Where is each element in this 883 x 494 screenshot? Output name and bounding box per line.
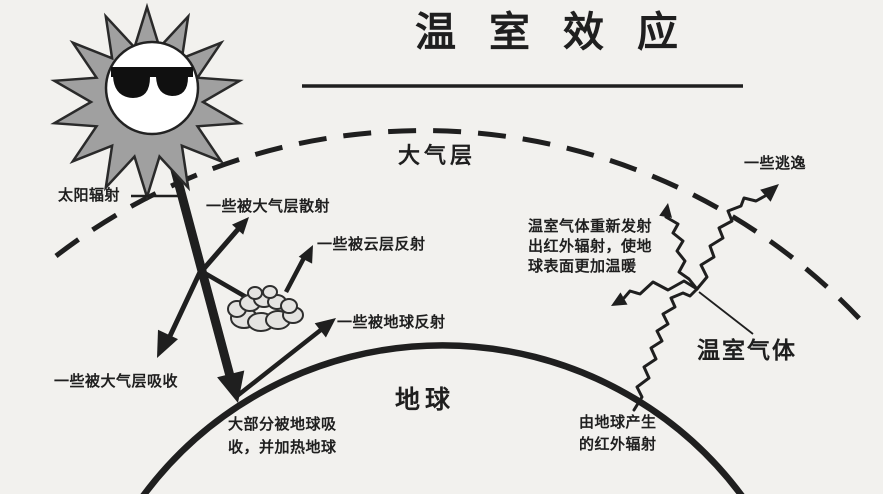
label-absorbed-by-earth-line2: 收，并加热地球 [228,439,337,456]
label-reemission-line1: 温室气体重新发射 [528,218,653,235]
earth-ir-squiggle [632,287,699,412]
label-earth: 地球 [395,386,456,414]
label-absorbed-by-atmosphere: 一些被大气层吸收 [54,373,179,390]
page-title: 温室效应 [415,9,711,55]
label-greenhouse-gas: 温室气体 [697,337,797,363]
label-absorbed-by-earth-line1: 大部分被地球吸 [228,416,337,433]
label-earth-infrared-line1: 由地球产生 [579,414,657,431]
reemit-down-squiggle-arrow [611,279,699,306]
label-earth-infrared-line2: 的红外辐射 [579,436,657,453]
sun-icon [50,2,244,202]
label-reflected-by-clouds: 一些被云层反射 [317,236,426,253]
earth-reflect-arrow [235,318,336,398]
label-reemission-line3: 球表面更加温暖 [528,258,637,275]
beam-to-cloud-line [199,269,248,299]
earth-arc [140,342,745,494]
scatter-arrow [199,217,249,274]
greenhouse-gas-pointer-line [698,291,754,335]
label-some-escape: 一些逃逸 [744,155,807,172]
label-reemission-line2: 出红外辐射，使地 [528,238,653,255]
absorb-arrow [157,270,203,358]
sunglasses-icon [111,67,193,98]
label-solar-radiation: 太阳辐射 [58,187,121,204]
label-reflected-by-earth: 一些被地球反射 [337,314,446,331]
atmosphere-arc [54,128,870,330]
escape-squiggle-arrow [695,184,779,291]
label-atmosphere: 大气层 [398,143,477,168]
label-scattered-by-atmosphere: 一些被大气层散射 [206,198,331,215]
cloud-reflect-arrow [284,245,313,294]
reemit-up-squiggle-arrow [659,203,699,291]
cloud-icon [227,285,304,332]
